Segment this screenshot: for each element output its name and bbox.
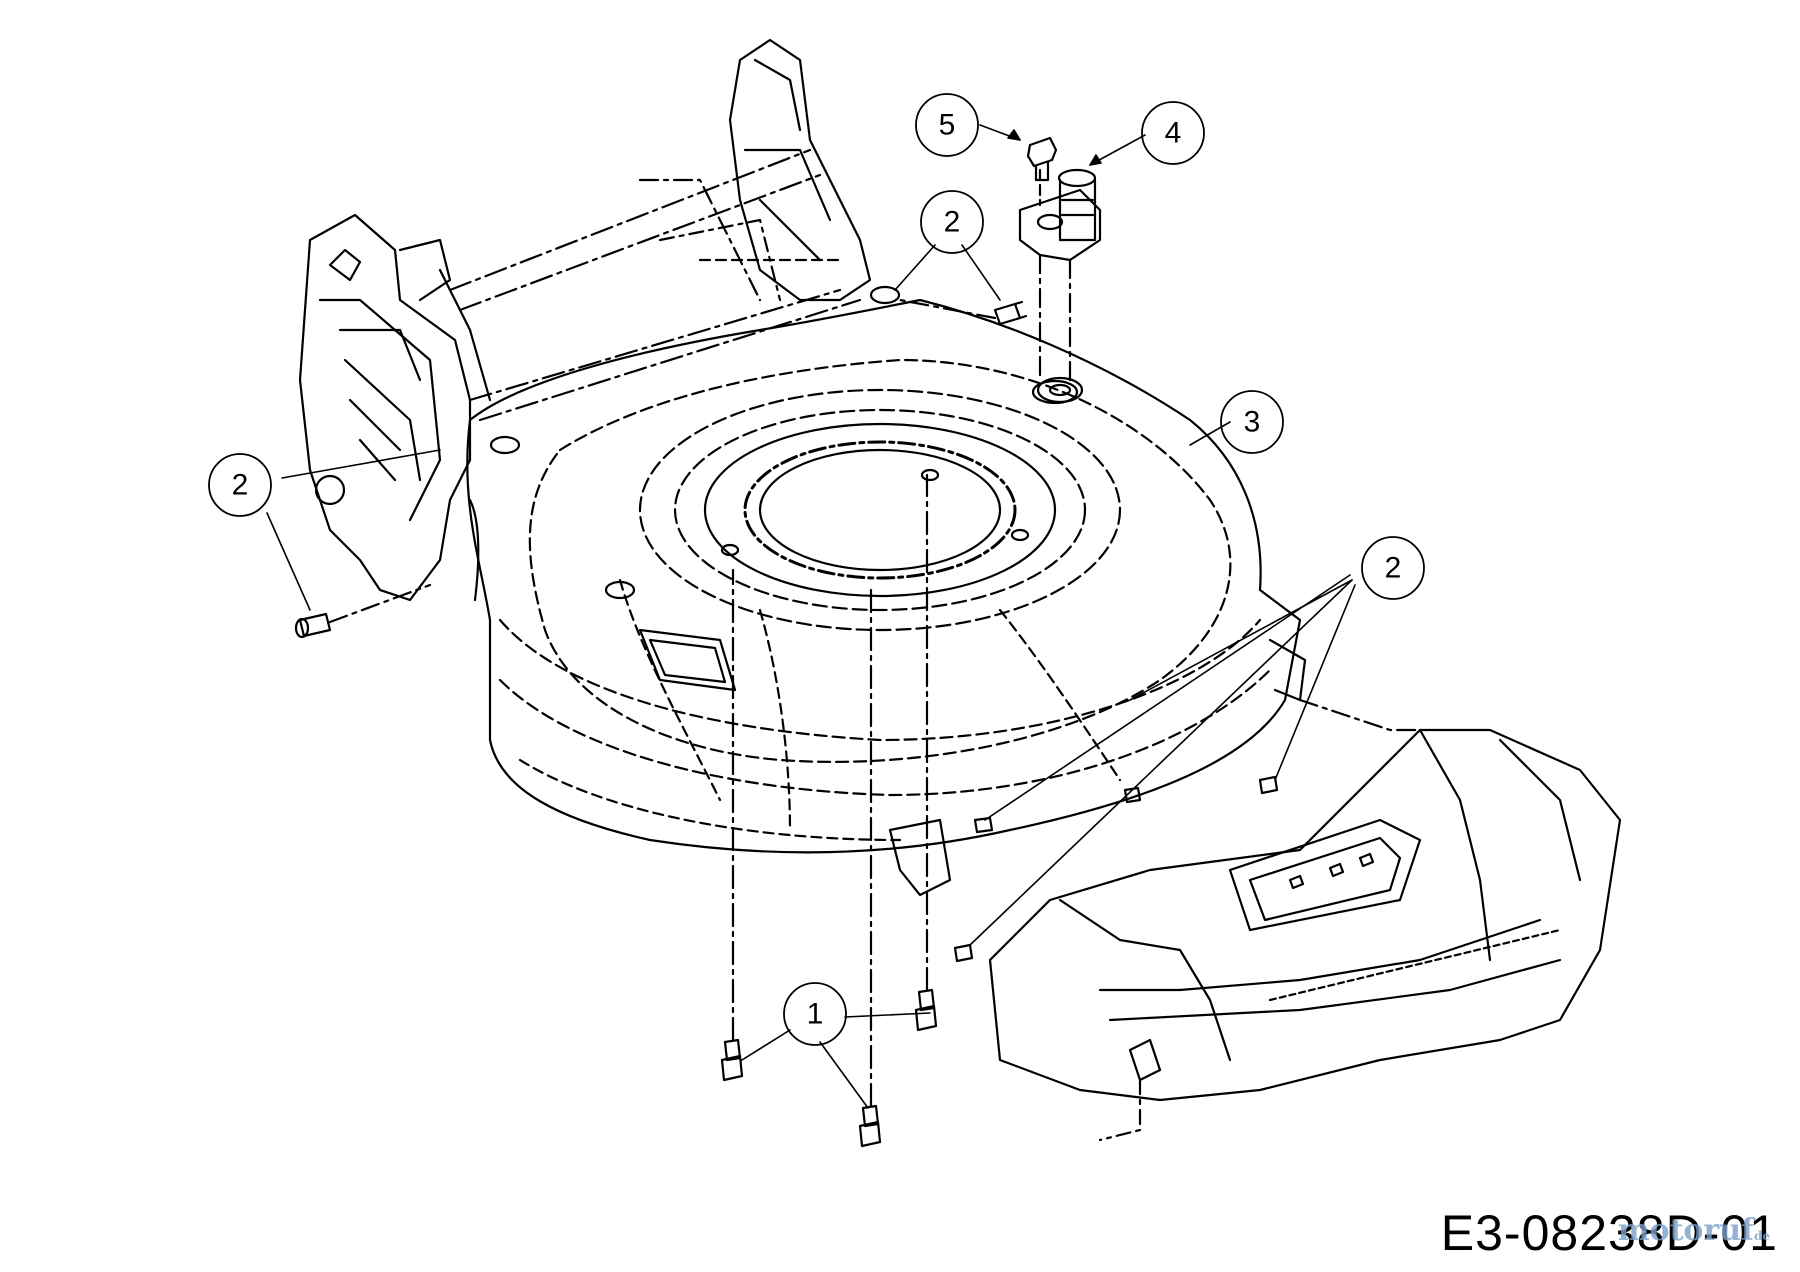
callout-4-circle — [1141, 101, 1205, 165]
callout-3-circle — [1220, 390, 1284, 454]
callout-2b-label: 2 — [232, 469, 249, 502]
plug-screw-part-5 — [1026, 136, 1058, 182]
mower-deck — [466, 285, 1307, 897]
callout-2c-circle — [1361, 536, 1425, 600]
callout-2a-label: 2 — [944, 206, 961, 239]
callout-1-circle — [783, 982, 847, 1046]
callout-1-label: 1 — [807, 998, 824, 1031]
callout-2b-circle — [208, 453, 272, 517]
watermark-logo: motorufde — [1618, 1213, 1770, 1248]
bolt-part-2 — [294, 298, 1279, 963]
callout-2c-label: 2 — [1385, 552, 1402, 585]
drawing-number: E3-08238D-01 — [1440, 1205, 1778, 1261]
callout-circles — [208, 93, 1425, 1046]
callout-3-label: 3 — [1244, 406, 1261, 439]
watermark-text: motoruf — [1617, 1213, 1754, 1248]
callout-5-label: 5 — [939, 109, 956, 142]
callout-4-label: 4 — [1165, 117, 1182, 150]
watermark-suffix: de — [1753, 1229, 1770, 1243]
washout-port-part-4 — [1018, 168, 1102, 405]
handle-bracket-assembly — [298, 38, 872, 602]
callout-2a-circle — [920, 190, 984, 254]
rear-discharge-cover — [988, 698, 1622, 1142]
screw-part-1 — [720, 473, 938, 1148]
callout-5-circle — [915, 93, 979, 157]
callout-leaders — [266, 124, 1356, 1109]
